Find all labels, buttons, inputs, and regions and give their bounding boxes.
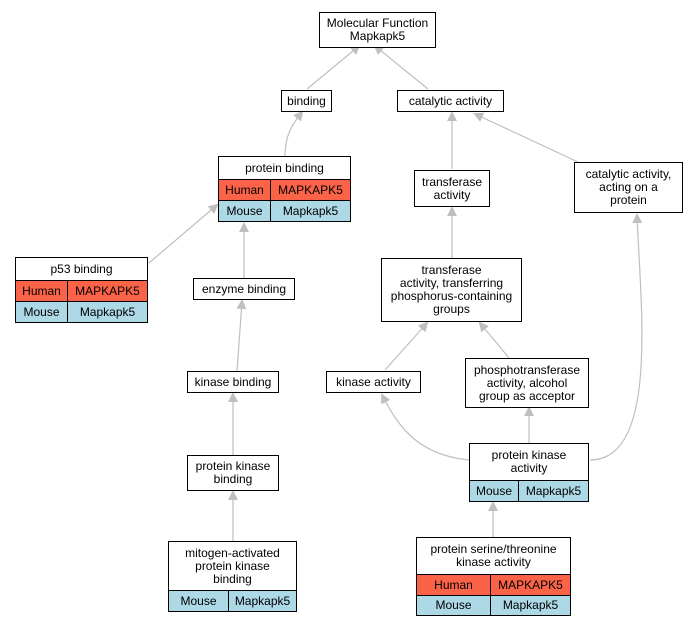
node-binding: binding [281, 90, 332, 112]
node-catalytic-activity: catalytic activity [397, 90, 504, 112]
gene-label: Mapkapk5 [518, 481, 588, 501]
node-serine-threonine-kinase: protein serine/threonine kinase activity… [416, 537, 571, 616]
node-title: catalytic activity [408, 93, 493, 108]
human-row: Human MAPKAPK5 [219, 179, 350, 200]
node-title: kinase activity [336, 374, 411, 389]
gene-label: Mapkapk5 [228, 591, 296, 611]
edge-pkactivity-catprotein [589, 213, 643, 461]
species-label: Human [225, 183, 264, 197]
node-phosphotransferase-alcohol: phosphotransferase activity, alcohol gro… [465, 358, 589, 408]
species-label: Mouse [435, 598, 472, 613]
node-title: Molecular Function Mapkapk5 [326, 16, 429, 43]
species-label: Human [434, 577, 473, 592]
node-mapk-binding: mitogen-activated protein kinase binding… [168, 541, 297, 612]
edge-proteinbinding-binding [284, 110, 304, 157]
node-protein-kinase-activity: protein kinase activity Mouse Mapkapk5 [469, 443, 589, 502]
node-molecular-function: Molecular Function Mapkapk5 [319, 12, 436, 48]
human-row: Human MAPKAPK5 [16, 280, 147, 301]
gene-label: Mapkapk5 [490, 595, 570, 615]
node-title: catalytic activity, acting on a protein [585, 167, 672, 207]
edge-pkactivity-kinaseactivity [381, 393, 470, 461]
gene-label: MAPKAPK5 [270, 180, 350, 200]
edge-catprotein-catalytic [473, 112, 579, 163]
node-title: transferase activity, transferring phosp… [390, 263, 513, 316]
node-title: enzyme binding [201, 281, 287, 296]
gene-label: MAPKAPK5 [67, 281, 147, 301]
edge-binding-root [306, 44, 361, 90]
node-catalytic-activity-acting-on-protein: catalytic activity, acting on a protein [574, 162, 683, 213]
human-row: Human MAPKAPK5 [417, 574, 570, 595]
node-title: binding [287, 93, 326, 108]
node-title: p53 binding [50, 261, 113, 276]
mouse-row: Mouse Mapkapk5 [417, 594, 570, 615]
mouse-row: Mouse Mapkapk5 [219, 200, 350, 221]
species-label: Human [22, 284, 61, 298]
edge-kinaseactivity-transfphos [384, 321, 429, 371]
node-title: kinase binding [194, 374, 272, 389]
edge-phosphoalcohol-transfphos [478, 321, 510, 359]
node-protein-binding: protein binding Human MAPKAPK5 Mouse Map… [218, 156, 351, 222]
mouse-row: Mouse Mapkapk5 [16, 301, 147, 322]
edge-p53-proteinbinding [148, 203, 219, 264]
species-label: Mouse [23, 305, 60, 319]
node-title: mitogen-activated protein kinase binding [185, 545, 280, 586]
gene-label: Mapkapk5 [270, 201, 350, 221]
mouse-row: Mouse Mapkapk5 [470, 480, 588, 501]
node-p53-binding: p53 binding Human MAPKAPK5 Mouse Mapkapk… [15, 257, 148, 323]
node-kinase-binding: kinase binding [187, 371, 279, 393]
node-title: protein kinase binding [195, 459, 271, 486]
gene-label: MAPKAPK5 [490, 575, 570, 595]
species-label: Mouse [180, 594, 217, 608]
node-kinase-activity: kinase activity [326, 371, 421, 393]
mouse-row: Mouse Mapkapk5 [169, 590, 296, 611]
node-protein-kinase-binding: protein kinase binding [187, 455, 279, 491]
node-enzyme-binding: enzyme binding [193, 278, 295, 300]
node-title: phosphotransferase activity, alcohol gro… [473, 362, 581, 403]
node-title: protein binding [245, 160, 324, 175]
node-title: transferase activity [421, 174, 483, 202]
edge-kinasebinding-enzyme [236, 299, 247, 373]
edge-catalytic-root [373, 44, 429, 90]
species-label: Mouse [475, 484, 513, 498]
gene-label: Mapkapk5 [67, 302, 147, 322]
species-label: Mouse [226, 204, 263, 218]
node-transferase-activity: transferase activity [414, 170, 490, 207]
node-title: protein kinase activity [491, 448, 567, 475]
node-transferase-phosphorus: transferase activity, transferring phosp… [381, 258, 522, 322]
node-title: protein serine/threonine kinase activity [430, 542, 557, 569]
